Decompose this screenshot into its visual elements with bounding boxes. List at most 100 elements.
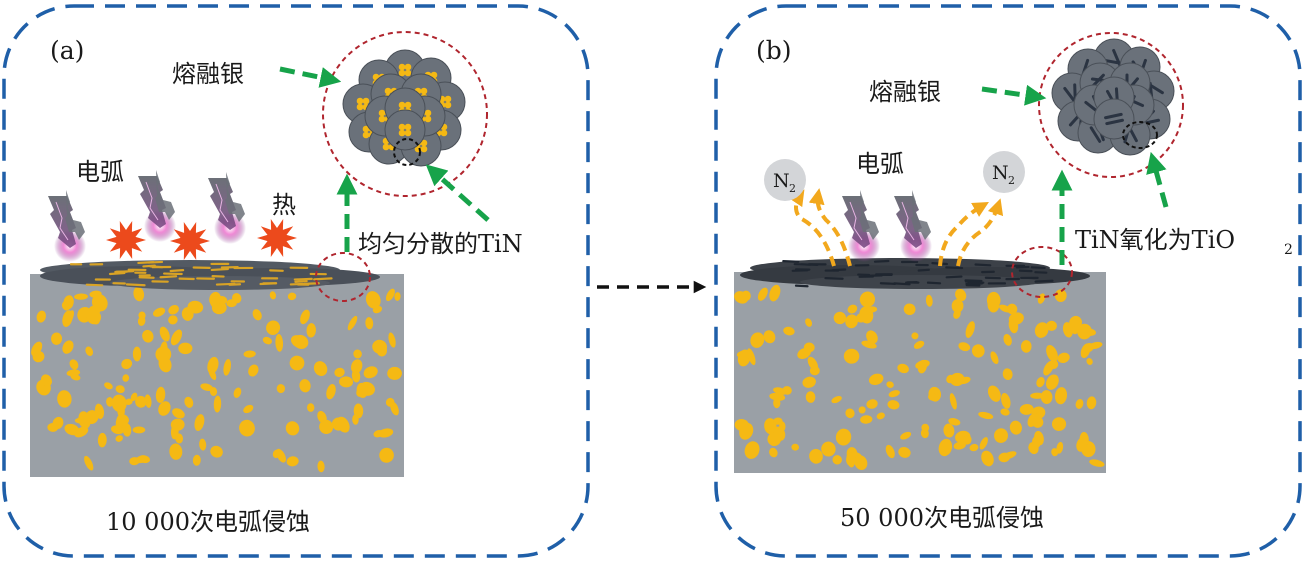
layer-dash (1034, 279, 1054, 283)
tin-dot (382, 143, 390, 151)
tin-particle (116, 414, 129, 426)
arc-bolt (894, 196, 922, 248)
tin-particle (833, 311, 847, 325)
arc-label-b: 电弧 (856, 150, 904, 178)
tin-particle (1057, 352, 1070, 364)
layer-dash (1018, 269, 1033, 273)
arc-spark (55, 201, 69, 241)
lightning-arc-icon (138, 170, 176, 242)
tin-particle (978, 411, 994, 420)
tin-particle (133, 286, 145, 302)
layer-dash (1034, 271, 1048, 274)
tin-particle (169, 443, 183, 460)
tin-particle (155, 386, 166, 404)
silver-tio2-cluster (1051, 38, 1175, 156)
tin-dot (404, 69, 412, 77)
tin-particle (953, 441, 966, 450)
tin-particle (805, 391, 816, 403)
tin-particle (858, 406, 866, 414)
silver-tin-cluster (342, 49, 466, 167)
tin-particle (313, 361, 328, 377)
tin-particle (854, 455, 868, 471)
tin-particle (1030, 392, 1045, 399)
tin-particle (1043, 360, 1054, 376)
tin-particle (85, 346, 94, 357)
tin-particle (172, 408, 185, 419)
tin-particle (248, 364, 259, 377)
layer-dash (782, 260, 800, 263)
tin-particle (831, 395, 842, 404)
tin-particle (262, 336, 272, 345)
tin-particle (987, 296, 1000, 313)
tin-particle (885, 444, 895, 459)
tin-dot (404, 63, 412, 71)
tin-particle (365, 291, 381, 309)
tin-particle (1088, 341, 1103, 350)
layer-dash (1030, 266, 1046, 270)
tin-dot (398, 101, 406, 109)
tin-particle (159, 326, 170, 342)
tin-particle (750, 332, 765, 348)
tin-particle (378, 428, 394, 438)
tin-particle (1069, 315, 1082, 329)
layer-dash (125, 283, 146, 287)
arc-spark (849, 201, 863, 241)
arc-label-a: 电弧 (76, 158, 124, 186)
tin-particle (1056, 441, 1064, 454)
tin-particle (859, 291, 876, 308)
tin-dot (420, 87, 428, 95)
tin-dot (398, 63, 406, 71)
tin-particle (845, 314, 858, 329)
tin-dot (420, 145, 428, 153)
tin-particle (387, 366, 402, 380)
tin-particles-a (31, 286, 402, 473)
tin-particle (388, 332, 396, 348)
layer-dash (137, 261, 155, 265)
tin-particle (125, 398, 133, 405)
tin-dot (430, 71, 438, 79)
tin-particle (158, 401, 171, 416)
tin-particle (1002, 368, 1013, 381)
heat-burst-icon (257, 219, 297, 257)
layer-dash (945, 275, 963, 279)
tin-particle (1075, 399, 1084, 409)
tin-particle (1034, 322, 1049, 338)
tin-particle (57, 390, 72, 408)
tin-particle (233, 387, 242, 398)
tin-particle (955, 288, 967, 302)
tin-particle (306, 323, 316, 338)
tin-particle (1089, 459, 1105, 467)
dispersed-tin-label: 均匀分散的TiN (358, 230, 523, 258)
tin-particle (178, 342, 193, 355)
tin-particle (1051, 417, 1067, 431)
tin-particle (339, 376, 354, 388)
tin-particle (1020, 340, 1032, 353)
tin-particle (121, 358, 133, 370)
tin-particle (769, 392, 786, 401)
tin-particle (757, 287, 768, 301)
tin-particle (266, 320, 281, 335)
tin-particle (170, 329, 183, 346)
tin-dot (398, 123, 406, 131)
tin-particle (40, 374, 52, 387)
tin-particle (946, 374, 954, 384)
tio2-rod (1104, 112, 1123, 120)
n2-right-main: N (992, 162, 1009, 184)
tin-particle (803, 342, 815, 353)
tin-particle (168, 304, 179, 315)
caption-a: 10 000次电弧侵蚀 (106, 508, 310, 536)
tin-particle (802, 376, 816, 388)
tin-dot (362, 131, 370, 139)
tin-particle (334, 367, 345, 378)
tin-particle (783, 326, 795, 336)
oxidized-label-main: TiN氧化为TiO (1075, 226, 1235, 254)
n2-right-sub: 2 (1008, 174, 1015, 187)
arrow-to-tio2-b (1146, 151, 1169, 208)
tin-particle (365, 317, 374, 330)
layer-dash (169, 269, 185, 273)
tin-particle (194, 414, 205, 431)
arc-bolt (155, 170, 175, 220)
tin-particle (64, 423, 80, 436)
tin-particle (865, 306, 878, 313)
tin-particle (226, 299, 237, 308)
